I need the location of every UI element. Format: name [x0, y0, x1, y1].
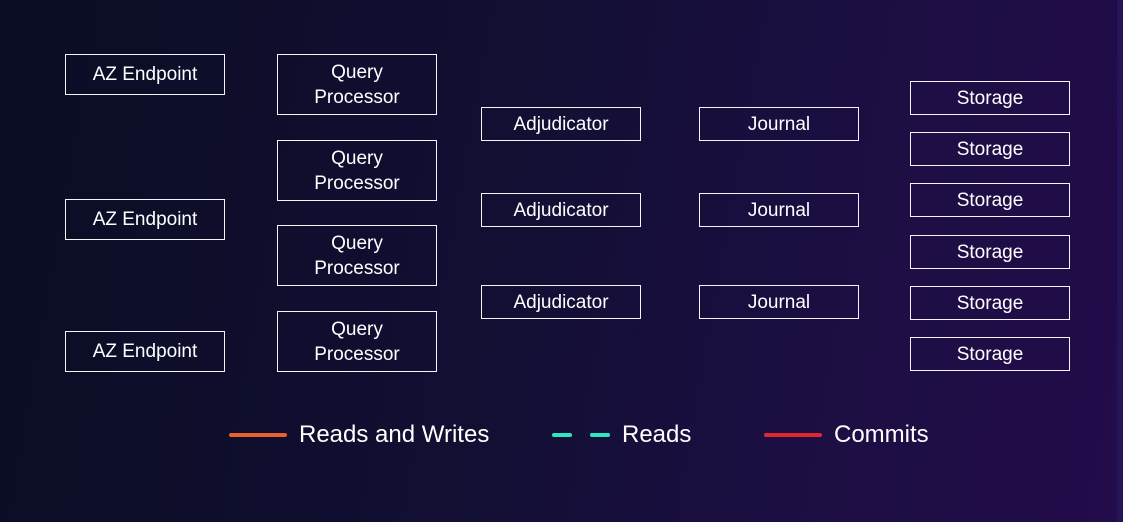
adjudicator-label: Adjudicator: [513, 113, 609, 135]
az-endpoint-label: AZ Endpoint: [92, 209, 198, 230]
journal-label: Journal: [747, 291, 811, 313]
adjudicator-label: Adjudicator: [513, 199, 609, 221]
legend-item-reads: Reads: [552, 418, 691, 452]
storage-label: Storage: [956, 138, 1024, 160]
legend-label: Reads: [622, 421, 692, 448]
journal-label: Journal: [747, 199, 811, 221]
storage-box: Storage: [910, 132, 1070, 166]
storage-label: Storage: [956, 87, 1024, 109]
storage-box: Storage: [910, 81, 1070, 115]
az-endpoint-box: AZ Endpoint: [65, 199, 225, 240]
journal-label: Journal: [747, 113, 811, 135]
legend: Reads and Writes Reads Commits: [0, 418, 1123, 452]
storage-box: Storage: [910, 337, 1070, 371]
edge-glow: [1117, 0, 1123, 522]
az-endpoint-label: AZ Endpoint: [92, 64, 198, 85]
storage-box: Storage: [910, 183, 1070, 217]
storage-label: Storage: [956, 241, 1024, 263]
storage-box: Storage: [910, 235, 1070, 269]
query-processor-label-line1: Query: [331, 147, 383, 169]
legend-item-reads-and-writes: Reads and Writes: [229, 418, 489, 452]
journal-box: Journal: [699, 285, 859, 319]
storage-label: Storage: [956, 343, 1024, 365]
query-processor-box: Query Processor: [277, 225, 437, 286]
query-processor-box: Query Processor: [277, 54, 437, 115]
dash-segment: [552, 433, 572, 437]
adjudicator-box: Adjudicator: [481, 193, 641, 227]
query-processor-box: Query Processor: [277, 140, 437, 201]
query-processor-label-line2: Processor: [314, 172, 400, 194]
dash-segment: [590, 433, 610, 437]
az-endpoint-box: AZ Endpoint: [65, 331, 225, 372]
adjudicator-label: Adjudicator: [513, 291, 609, 313]
dashed-line-swatch: [552, 433, 610, 437]
legend-label: Reads and Writes: [299, 421, 490, 448]
adjudicator-box: Adjudicator: [481, 285, 641, 319]
query-processor-label-line2: Processor: [314, 257, 400, 279]
query-processor-label-line1: Query: [331, 61, 383, 83]
query-processor-label-line1: Query: [331, 232, 383, 254]
query-processor-label-line2: Processor: [314, 86, 400, 108]
legend-item-commits: Commits: [764, 418, 929, 452]
storage-label: Storage: [956, 189, 1024, 211]
journal-box: Journal: [699, 193, 859, 227]
query-processor-label-line1: Query: [331, 318, 383, 340]
az-endpoint-box: AZ Endpoint: [65, 54, 225, 95]
solid-line-swatch: [764, 433, 822, 437]
journal-box: Journal: [699, 107, 859, 141]
query-processor-label-line2: Processor: [314, 343, 400, 365]
legend-label: Commits: [834, 421, 929, 448]
storage-box: Storage: [910, 286, 1070, 320]
storage-label: Storage: [956, 292, 1024, 314]
solid-line-swatch: [229, 433, 287, 437]
query-processor-box: Query Processor: [277, 311, 437, 372]
adjudicator-box: Adjudicator: [481, 107, 641, 141]
az-endpoint-label: AZ Endpoint: [92, 341, 198, 362]
